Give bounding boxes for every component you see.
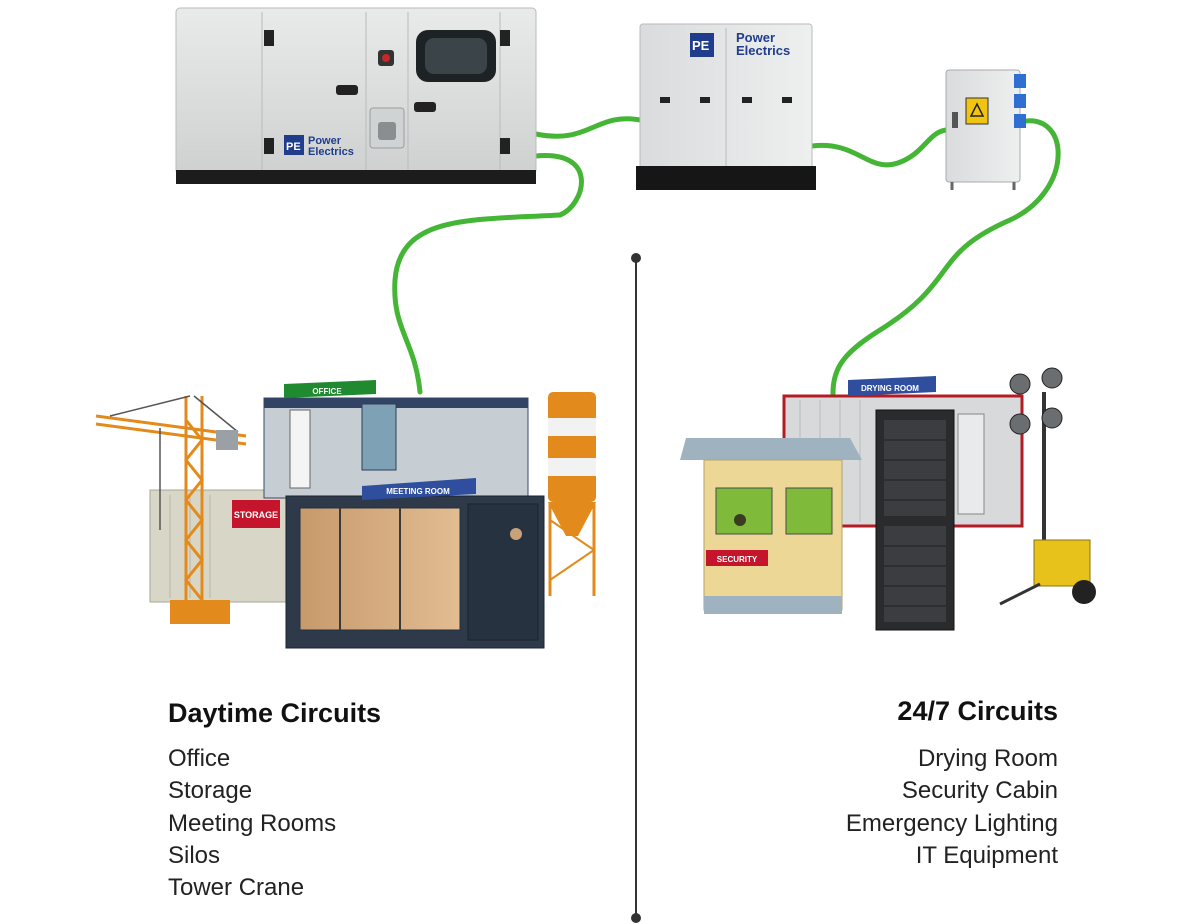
list-item: Silos: [168, 841, 221, 869]
tower-crane: [95, 395, 247, 624]
silo: [548, 392, 596, 596]
list-item: Office: [168, 745, 231, 772]
office-container: OFFICE: [263, 380, 529, 499]
controller-brand-logo: PE Power Electrics: [690, 30, 790, 58]
list-item: Storage: [168, 777, 253, 805]
power-controller: PE Power Electrics: [636, 23, 816, 190]
247-circuits-list: Drying Room Security Cabin Emergency Lig…: [846, 743, 1058, 872]
svg-text:Power: Power: [308, 135, 342, 147]
storage-label: STORAGE: [234, 510, 278, 520]
svg-text:Electrics: Electrics: [308, 146, 354, 158]
list-item: Emergency Lighting: [845, 809, 1058, 837]
security-cabin: SECURITY: [680, 438, 862, 614]
power-cables: [392, 116, 1061, 403]
list-item: Security Cabin: [901, 777, 1058, 805]
cable-generator-to-daytime-site: [392, 153, 584, 395]
distribution-box: [945, 69, 1026, 190]
svg-text:Electrics: Electrics: [736, 43, 790, 58]
cable-distribution-box-to-247-site: [830, 118, 1061, 403]
list-item: Tower Crane: [168, 874, 305, 902]
meeting-room-label: MEETING ROOM: [386, 487, 450, 496]
svg-text:Power: Power: [736, 30, 775, 45]
divider-line: [631, 253, 641, 923]
security-label: SECURITY: [717, 555, 758, 564]
list-item: Meeting Rooms: [168, 809, 337, 837]
office-label: OFFICE: [312, 387, 342, 396]
list-item: Drying Room: [917, 745, 1058, 772]
lighting-tower: [999, 367, 1096, 606]
daytime-circuits-title: Daytime Circuits: [168, 698, 382, 728]
daytime-site: STORAGE OFFICE MEETING ROOM: [95, 380, 596, 649]
drying-room-label: DRYING ROOM: [861, 384, 919, 393]
cable-controller-to-distribution-box: [809, 127, 949, 168]
svg-text:PE: PE: [286, 141, 301, 153]
cable-generator-to-controller: [533, 116, 643, 139]
daytime-circuits-list: Office Storage Meeting Rooms Silos Tower…: [168, 743, 336, 904]
generator-brand-logo: PE Power Electrics: [284, 135, 354, 158]
generator: PE Power Electrics: [175, 7, 537, 184]
always-on-site: DRYING ROOM SECURITY: [680, 367, 1096, 631]
meeting-room-container: MEETING ROOM: [285, 478, 545, 649]
server-rack: [875, 409, 955, 631]
svg-text:PE: PE: [692, 38, 710, 53]
247-circuits-title: 24/7 Circuits: [897, 696, 1058, 726]
list-item: IT Equipment: [915, 841, 1058, 869]
